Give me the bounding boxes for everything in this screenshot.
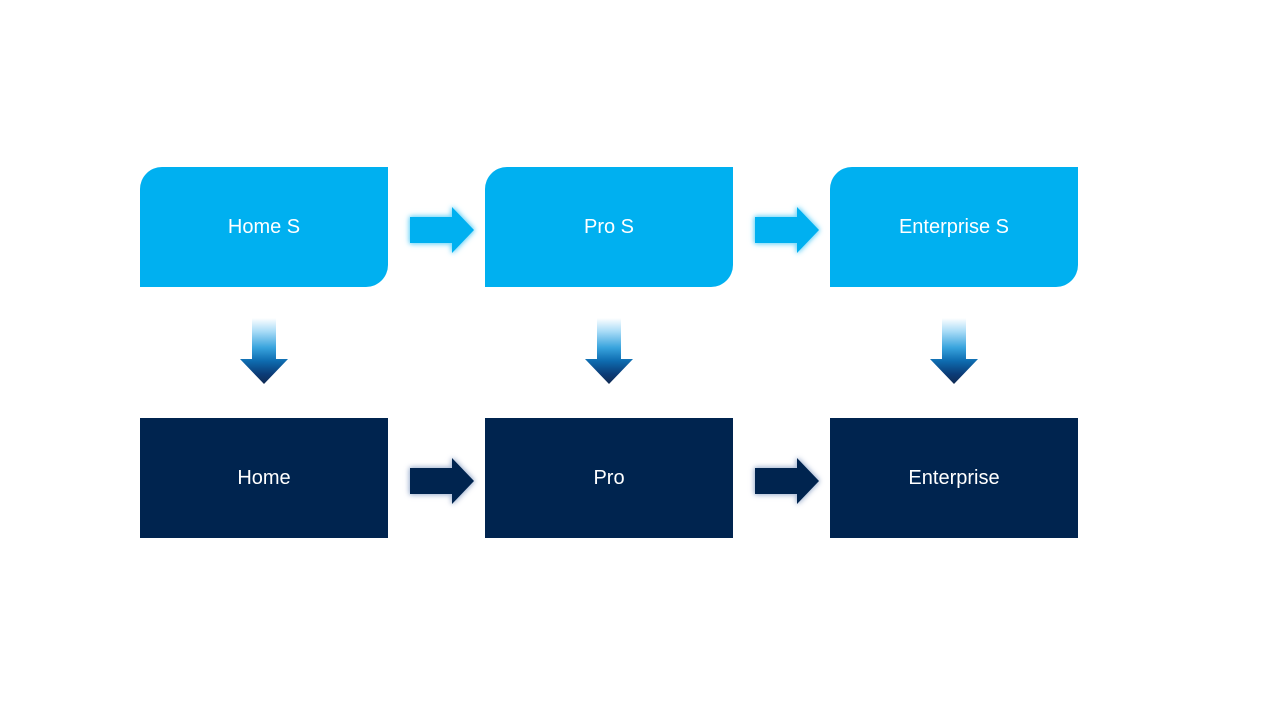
down-arrow-icon	[930, 318, 978, 384]
box-enterprise-s: Enterprise S	[830, 167, 1078, 287]
right-arrow-icon	[755, 207, 819, 253]
down-arrow-icon	[585, 318, 633, 384]
box-home-s: Home S	[140, 167, 388, 287]
box-enterprise-label: Enterprise	[908, 467, 1000, 489]
box-pro-s-label: Pro S	[583, 216, 635, 238]
right-arrow-icon	[410, 207, 474, 253]
box-home-s-label: Home S	[227, 216, 301, 238]
box-pro-s: Pro S	[485, 167, 733, 287]
box-home: Home	[140, 418, 388, 538]
box-enterprise-s-label: Enterprise S	[898, 216, 1010, 238]
box-home-label: Home	[237, 467, 291, 489]
down-arrow-icon	[240, 318, 288, 384]
right-arrow-icon	[410, 458, 474, 504]
right-arrow-icon	[755, 458, 819, 504]
box-enterprise: Enterprise	[830, 418, 1078, 538]
box-pro: Pro	[485, 418, 733, 538]
box-pro-label: Pro	[593, 467, 625, 489]
